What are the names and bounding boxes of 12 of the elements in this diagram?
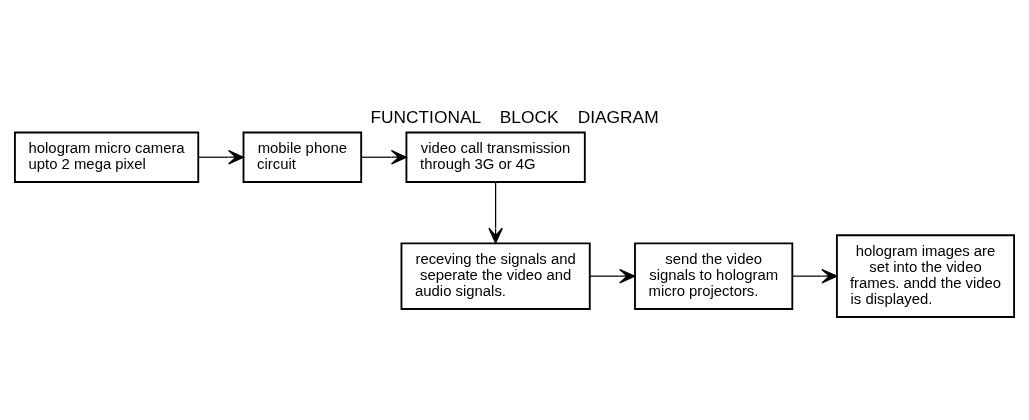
arrow [488,180,503,244]
node-box: receving the signals and seperate the video and audio signals. [400,241,591,310]
node-box: mobile phone circuit [242,131,363,183]
arrow [792,268,838,283]
node-box: video call transmission through 3G or 4G [405,131,586,183]
arrow [197,149,245,165]
node-box: hologram images are set into the video frames. andd the video is displayed. [836,233,1015,318]
node-box: hologram micro camera upto 2 mega pixel [14,131,200,183]
arrow [360,149,407,165]
node-box: send the video signals to hologram micro projectors. [634,241,794,310]
arrow [589,268,636,283]
diagram-title: FUNCTIONAL BLOCK DIAGRAM [370,106,659,127]
